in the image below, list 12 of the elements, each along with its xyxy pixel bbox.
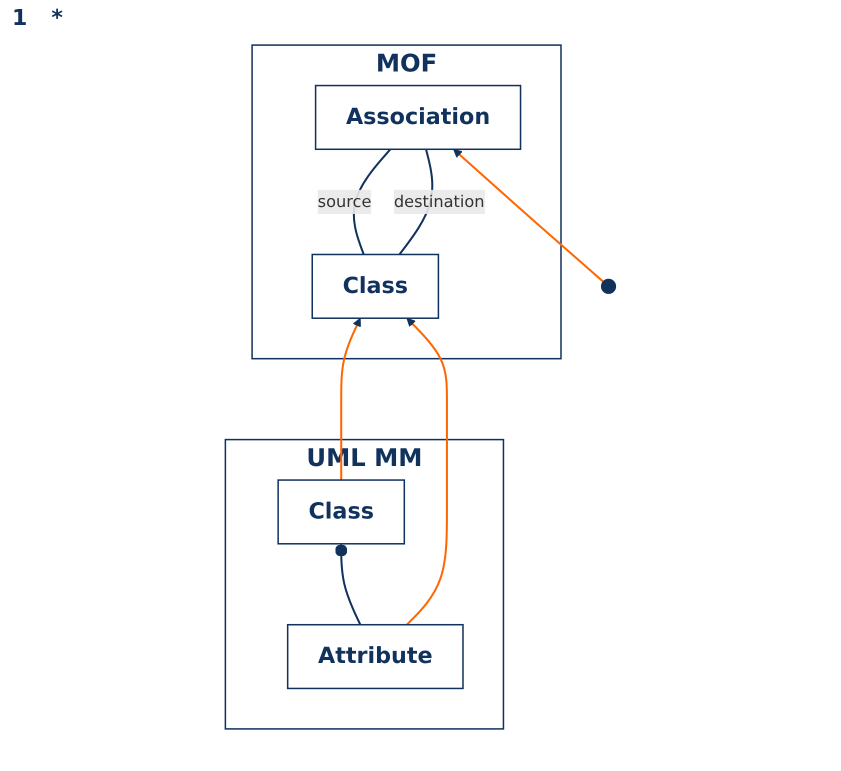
node-box: Association [314,84,522,150]
arrow [453,148,604,282]
connector [335,544,362,626]
arrow [340,318,361,480]
node-box: Attribute [286,624,464,690]
edge-label: source [318,192,372,211]
arrow [406,318,448,626]
multiplicity-label: 1 [12,6,28,31]
node-box: Class [311,254,440,319]
multiplicity-label: * [51,6,63,31]
node-box: Class [277,479,406,545]
edge-label: destination [394,192,485,211]
